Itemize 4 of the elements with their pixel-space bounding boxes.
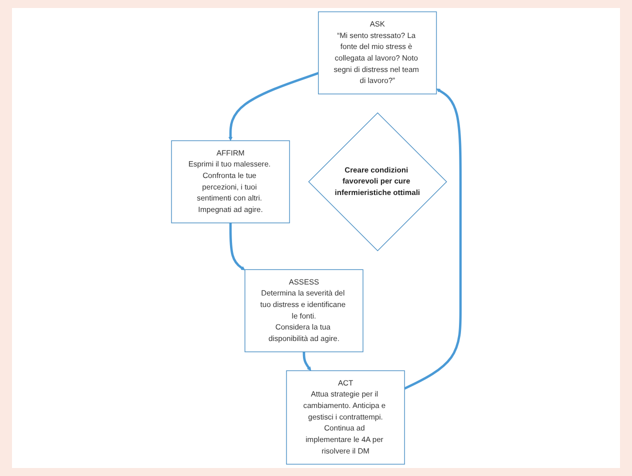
arrow: [302, 352, 312, 371]
arrow: [404, 88, 462, 390]
arrow: [228, 72, 319, 141]
arrow: [229, 222, 246, 270]
